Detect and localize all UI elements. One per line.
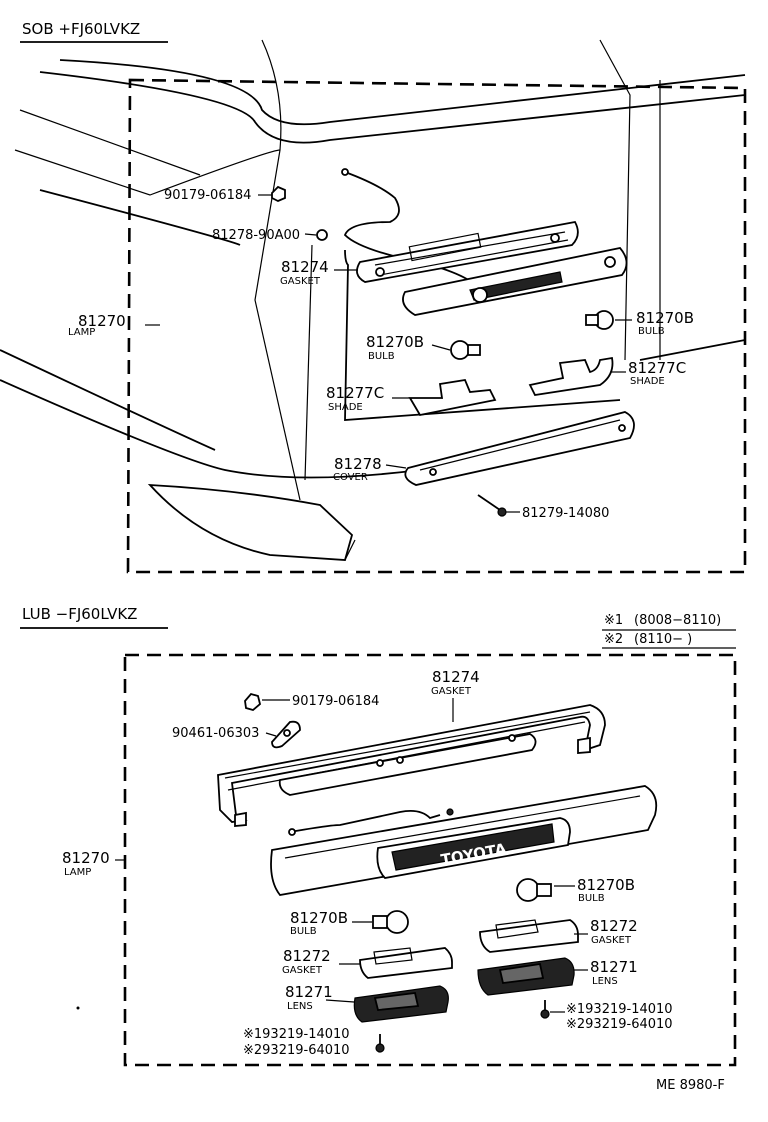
- lower-gasket-right: [479, 919, 579, 953]
- footer-code: ME 8980-F: [656, 1078, 725, 1093]
- wire-connector: [341, 168, 349, 176]
- lower-lens-left: [353, 985, 449, 1023]
- lower-label-lens-left-nm: LENS: [287, 1001, 313, 1012]
- vehicle-body-outline: [0, 39, 746, 561]
- lower-label-bulb-right-no: 81270B: [577, 876, 635, 894]
- lower-label-lamp-no: 81270: [62, 849, 110, 867]
- lower-bulb-right: [516, 878, 552, 902]
- lower-section: LUB −FJ60LVKZ ※1 (8008−8110) ※2 (8110− ): [20, 605, 737, 1067]
- upper-cover-part: [404, 411, 635, 486]
- upper-label-bulb-left-no: 81270B: [366, 333, 424, 351]
- upper-shade-left: [408, 378, 497, 417]
- upper-label-shade-right-nm: SHADE: [630, 376, 665, 387]
- lower-label-lens-right-nm: LENS: [592, 976, 618, 987]
- lower-label-gasket-no: 81274: [432, 668, 480, 686]
- upper-label-gasket-nm: GASKET: [280, 276, 321, 287]
- lower-gasket-part: [217, 704, 606, 827]
- lower-label-lamp-nm: LAMP: [64, 867, 91, 878]
- lower-bulb-left: [372, 910, 409, 934]
- lower-screw-left: [375, 1034, 385, 1053]
- lower-note-2-mark: ※2: [604, 632, 623, 647]
- upper-nut-part: [271, 185, 286, 202]
- lower-leader-lines: [115, 698, 588, 1013]
- upper-label-clip: 81278-90A00: [212, 228, 300, 243]
- lower-label-lens-left-no: 81271: [285, 983, 333, 1001]
- stray-dot: [76, 1006, 80, 1010]
- upper-label-lamp-nm: LAMP: [68, 327, 95, 338]
- upper-label-shade-right-no: 81277C: [628, 359, 686, 377]
- upper-section: SOB +FJ60LVKZ: [0, 20, 747, 574]
- lower-lamp-body: TOYOTA: [270, 785, 658, 896]
- lower-label-bulb-right-nm: BULB: [578, 893, 605, 904]
- lower-label-bulb-left-nm: BULB: [290, 926, 317, 937]
- upper-label-bulb-right-no: 81270B: [636, 309, 694, 327]
- lower-label-gasket-right-no: 81272: [590, 917, 638, 935]
- lower-label-clip: 90461-06303: [172, 726, 259, 741]
- lower-section-title: LUB −FJ60LVKZ: [22, 605, 137, 623]
- upper-leader-lines: [145, 194, 632, 513]
- upper-label-gasket-no: 81274: [281, 258, 329, 276]
- upper-label-shade-left-no: 81277C: [326, 384, 384, 402]
- lower-screw-right: [540, 1000, 550, 1019]
- lower-label-gasket-left-nm: GASKET: [282, 965, 323, 976]
- lower-note-2-text: (8110− ): [634, 632, 692, 647]
- upper-clip-part: [316, 229, 328, 241]
- lower-nut-part: [244, 692, 262, 711]
- upper-assembly-boundary: [126, 78, 747, 574]
- lower-label-screw-left-1: ※193219-14010: [243, 1027, 350, 1042]
- lower-label-gasket-left-no: 81272: [283, 947, 331, 965]
- upper-label-cover-nm: COVER: [333, 472, 368, 483]
- lower-label-bulb-left-no: 81270B: [290, 909, 348, 927]
- lower-clip-part: [271, 720, 301, 749]
- upper-bulb-right: [585, 310, 614, 330]
- upper-shade-right: [528, 356, 614, 396]
- lower-note-1-text: (8008−8110): [634, 613, 721, 628]
- upper-label-cover-no: 81278: [334, 455, 382, 473]
- upper-label-bulb-right-nm: BULB: [638, 326, 665, 337]
- upper-screw-part: [477, 494, 507, 517]
- lower-label-screw-left-2: ※293219-64010: [243, 1043, 350, 1058]
- lower-gasket-left: [359, 947, 453, 979]
- upper-label-bulb-left-nm: BULB: [368, 351, 395, 362]
- lower-assembly-boundary: [123, 653, 737, 1067]
- lower-label-gasket-nm: GASKET: [431, 686, 472, 697]
- lower-label-screw-right-1: ※193219-14010: [566, 1002, 673, 1017]
- lower-label-screw-right-2: ※293219-64010: [566, 1017, 673, 1032]
- upper-label-screw: 81279-14080: [522, 506, 609, 521]
- lower-label-nut: 90179-06184: [292, 694, 379, 709]
- lower-label-gasket-right-nm: GASKET: [591, 935, 632, 946]
- upper-lamp-body: [402, 247, 628, 316]
- lower-lens-right: [477, 957, 575, 996]
- lower-note-1-mark: ※1: [604, 613, 623, 628]
- upper-label-shade-left-nm: SHADE: [328, 402, 363, 413]
- lamp-housing-outline: [344, 249, 621, 421]
- upper-label-lamp-no: 81270: [78, 312, 126, 330]
- upper-bulb-left: [450, 340, 481, 360]
- upper-section-title: SOB +FJ60LVKZ: [22, 20, 140, 38]
- upper-label-nut: 90179-06184: [164, 188, 251, 203]
- lower-label-lens-right-no: 81271: [590, 958, 638, 976]
